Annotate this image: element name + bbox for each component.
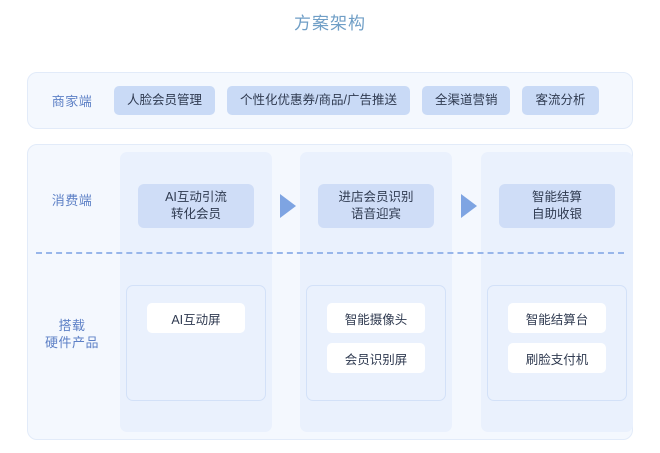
hardware-group-2: 智能摄像头 会员识别屏 bbox=[306, 285, 446, 401]
hardware-card-ai-screen[interactable]: AI互动屏 bbox=[147, 303, 245, 333]
stage-card-2[interactable]: 进店会员识别 语音迎宾 bbox=[318, 184, 434, 228]
hardware-card-smart-checkout[interactable]: 智能结算台 bbox=[508, 303, 606, 333]
hardware-card-smart-camera[interactable]: 智能摄像头 bbox=[327, 303, 425, 333]
stage-card-2-line2: 语音迎宾 bbox=[350, 207, 401, 221]
merchant-chip-traffic-analysis[interactable]: 客流分析 bbox=[522, 86, 599, 115]
merchant-chip-omnichannel-marketing[interactable]: 全渠道营销 bbox=[421, 86, 511, 115]
stage-card-3-line2: 自助收银 bbox=[531, 207, 582, 221]
merchant-chip-personalized-push[interactable]: 个性化优惠券/商品/广告推送 bbox=[227, 86, 410, 115]
triangle-right-icon bbox=[461, 194, 477, 218]
row-label-hardware: 搭载 硬件产品 bbox=[34, 317, 110, 351]
hardware-group-1: AI互动屏 bbox=[126, 285, 266, 401]
row-label-hardware-line2: 硬件产品 bbox=[44, 335, 99, 350]
stage-card-3-line1: 智能结算 bbox=[531, 190, 582, 204]
stage-card-1-line1: AI互动引流 bbox=[165, 190, 227, 204]
stage-card-1[interactable]: AI互动引流 转化会员 bbox=[138, 184, 254, 228]
stage-card-2-line1: 进店会员识别 bbox=[338, 190, 414, 204]
hardware-card-member-screen[interactable]: 会员识别屏 bbox=[327, 343, 425, 373]
section-divider bbox=[36, 252, 624, 254]
row-label-merchant: 商家端 bbox=[51, 94, 93, 109]
stage-card-3[interactable]: 智能结算 自助收银 bbox=[499, 184, 615, 228]
row-label-consumer: 消费端 bbox=[51, 193, 93, 208]
stage-card-1-line2: 转化会员 bbox=[170, 207, 221, 221]
hardware-card-face-payment[interactable]: 刷脸支付机 bbox=[508, 343, 606, 373]
hardware-group-3: 智能结算台 刷脸支付机 bbox=[487, 285, 627, 401]
row-label-hardware-line1: 搭载 bbox=[58, 318, 86, 333]
page-title: 方案架构 bbox=[294, 14, 366, 33]
merchant-chip-face-member[interactable]: 人脸会员管理 bbox=[114, 86, 216, 115]
triangle-right-icon bbox=[280, 194, 296, 218]
merchant-chip-row: 人脸会员管理 个性化优惠券/商品/广告推送 全渠道营销 客流分析 bbox=[114, 86, 599, 115]
